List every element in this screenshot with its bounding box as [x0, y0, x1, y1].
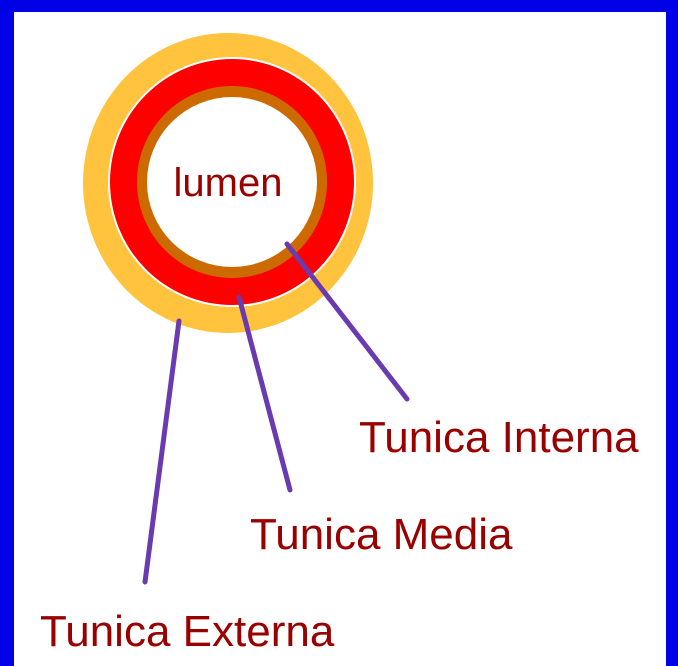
tunica-externa-label: Tunica Externa [40, 607, 335, 656]
externa-pointer-line [142, 318, 182, 585]
tunica-interna-label: Tunica Interna [359, 413, 639, 462]
interna-pointer-line [284, 241, 410, 402]
lumen-area [147, 97, 317, 267]
lumen-label: lumen [174, 161, 283, 205]
diagram-canvas: lumen Tunica Interna Tunica Media Tunica… [14, 12, 666, 666]
tunica-media-label: Tunica Media [250, 510, 513, 559]
media-pointer-line [236, 294, 293, 493]
artery-cross-section-diagram: lumen Tunica Interna Tunica Media Tunica… [40, 33, 639, 656]
